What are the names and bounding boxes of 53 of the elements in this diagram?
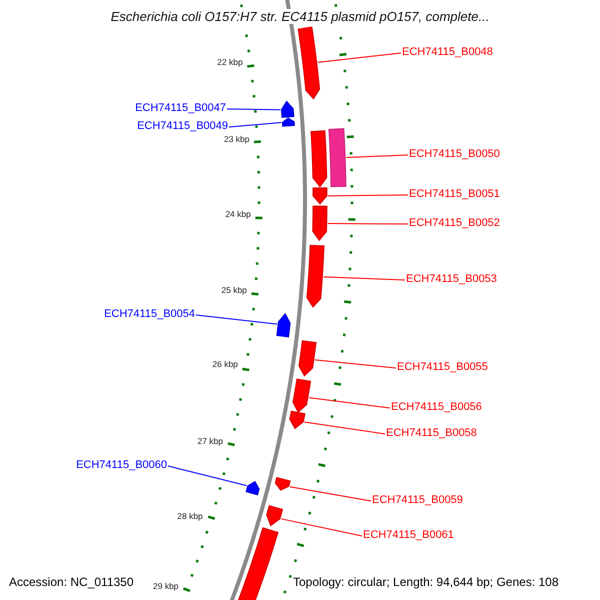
gene-label: ECH74115_B0060 <box>76 459 167 472</box>
gene-label: ECH74115_B0052 <box>409 217 500 230</box>
gene-label: ECH74115_B0048 <box>402 46 493 59</box>
map-caption: Accession: NC_011350 <box>9 575 134 589</box>
leader-line <box>322 276 406 280</box>
gene-block <box>298 26 320 100</box>
scale-label: 23 kbp <box>222 134 250 144</box>
scale-label: 22 kbp <box>216 57 243 67</box>
leader-line <box>280 518 362 536</box>
gene-block <box>312 187 328 205</box>
leader-line <box>308 397 390 408</box>
gene-block <box>310 130 328 188</box>
gene-label: ECH74115_B0061 <box>363 529 454 542</box>
gene-label: ECH74115_B0050 <box>409 148 500 161</box>
scale-label: 28 kbp <box>176 511 203 521</box>
gene-label: ECH74115_B0051 <box>409 188 500 201</box>
scale-label: 24 kbp <box>224 209 251 219</box>
gene-block <box>298 340 317 377</box>
scale-label: 27 kbp <box>196 436 223 446</box>
gene-block <box>246 480 260 496</box>
gene-block <box>276 312 291 338</box>
gene-block <box>306 244 324 308</box>
gene-block <box>328 128 346 188</box>
leader-line <box>304 422 386 434</box>
gene-block <box>289 410 306 430</box>
gene-label: ECH74115_B0054 <box>104 308 195 321</box>
leader-line <box>168 466 248 486</box>
gene-block <box>292 378 312 414</box>
scale-label: 26 kbp <box>211 359 238 369</box>
leader-line <box>314 359 396 368</box>
scale-label: 25 kbp <box>220 285 247 295</box>
leader-line <box>196 314 278 325</box>
leader-line <box>317 52 402 63</box>
gene-block <box>274 476 291 491</box>
leader-line <box>228 122 282 128</box>
gene-label: ECH74115_B0049 <box>137 120 228 133</box>
leader-line <box>328 194 408 196</box>
map-caption: Topology: circular; Length: 94,644 bp; Genes: 108 <box>293 575 559 589</box>
leader-line <box>226 108 281 110</box>
leader-line <box>289 486 372 502</box>
gene-block <box>282 118 295 127</box>
gene-label: ECH74115_B0059 <box>372 494 463 507</box>
gene-label: ECH74115_B0056 <box>391 401 482 414</box>
gene-block <box>266 505 284 526</box>
gene-label: ECH74115_B0053 <box>406 273 497 286</box>
gene-label: ECH74115_B0058 <box>386 427 477 440</box>
gene-label: ECH74115_B0047 <box>135 102 226 115</box>
scale-label: 29 kbp <box>152 581 179 591</box>
gene-label: ECH74115_B0055 <box>397 361 488 374</box>
leader-line <box>327 222 408 224</box>
leader-line <box>346 154 408 158</box>
gene-block <box>280 100 294 118</box>
gene-block <box>312 206 328 242</box>
